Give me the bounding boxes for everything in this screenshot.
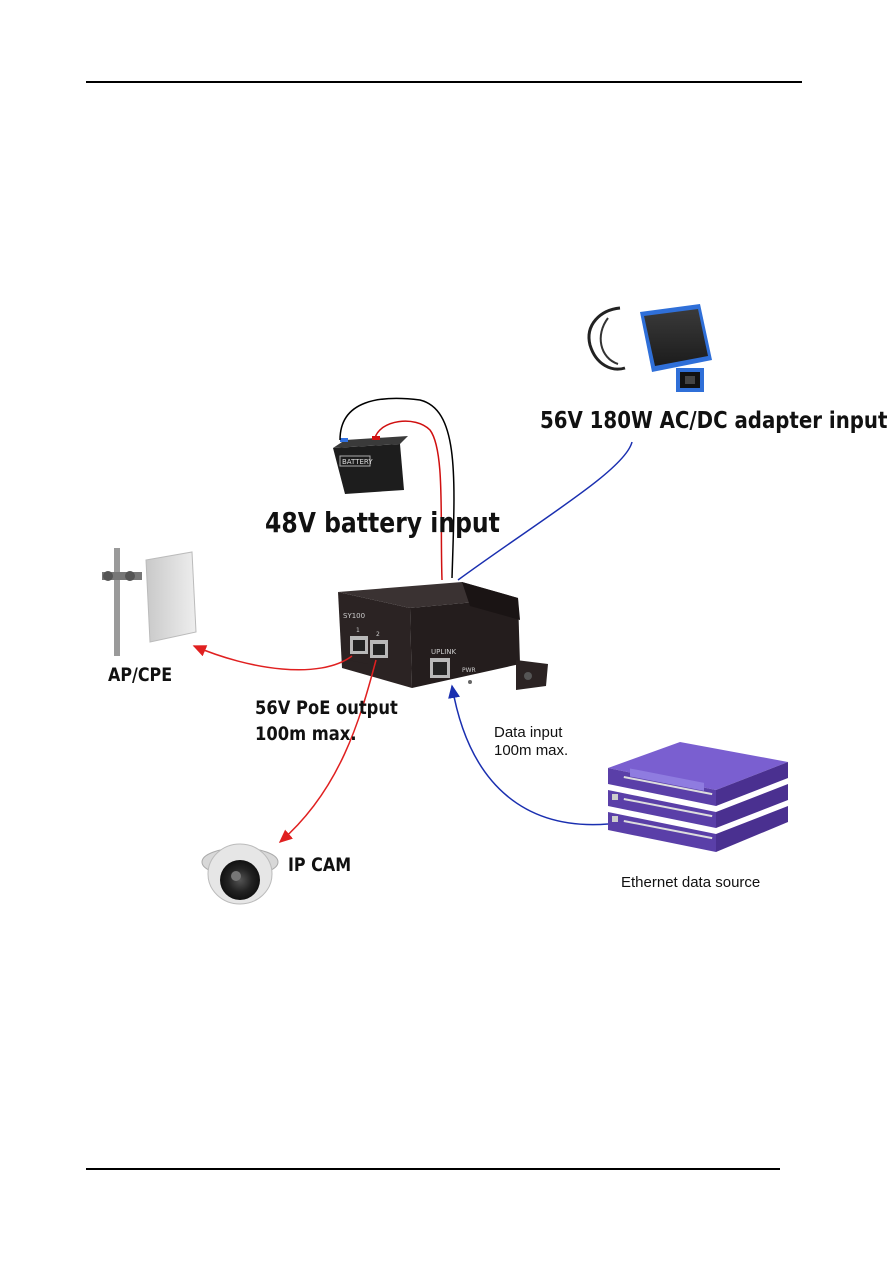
data-input-label-line1: Data input	[494, 724, 563, 741]
battery-image: BATTERY	[333, 436, 408, 494]
poe-output-label-line1: 56V PoE output	[255, 698, 398, 719]
header-rule	[86, 81, 802, 83]
ethernet-source-label: Ethernet data source	[621, 874, 760, 891]
data-input-cable	[448, 684, 609, 826]
device-port-2-text: 2	[376, 631, 380, 638]
battery-case-text: BATTERY	[342, 458, 373, 466]
device-port-1-text: 1	[356, 627, 360, 634]
ip-cam-label: IP CAM	[288, 855, 351, 877]
adapter-label: 56V 180W AC/DC adapter input	[540, 408, 887, 435]
ap-cpe-image	[102, 548, 197, 656]
ethernet-switch-stack-image	[608, 742, 788, 852]
battery-label: 48V battery input	[265, 507, 500, 539]
ip-camera-image	[201, 843, 279, 905]
data-input-label-line2: 100m max.	[494, 742, 568, 759]
poe-injector-device: SY100 1 2 UPLINK PWR	[338, 582, 548, 690]
adapter-cable	[457, 441, 633, 581]
device-pwr-text: PWR	[462, 667, 476, 674]
poe-output-label-line2: 100m max.	[255, 724, 357, 745]
poe-cable-to-camera	[278, 659, 377, 843]
poe-cable-to-ap	[192, 645, 353, 671]
device-uplink-text: UPLINK	[431, 648, 457, 656]
device-model-text: SY100	[343, 612, 365, 620]
battery-positive-wire	[374, 420, 443, 581]
ac-dc-adapter-image	[587, 304, 712, 392]
battery-negative-wire	[339, 397, 455, 579]
ap-cpe-label: AP/CPE	[108, 665, 172, 687]
footer-rule	[86, 1168, 780, 1170]
